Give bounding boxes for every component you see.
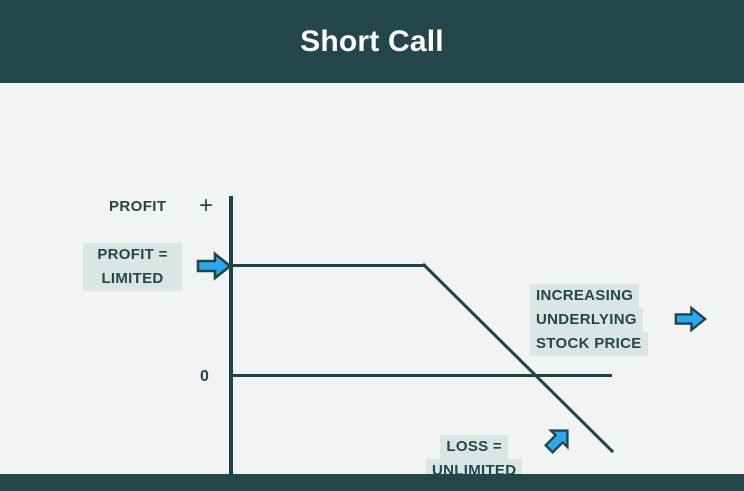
y-axis-line: [229, 196, 233, 491]
zero-reference-line: [231, 374, 612, 377]
arrow-right-icon: [674, 304, 708, 339]
header-bar: Short Call: [0, 0, 744, 83]
page-title: Short Call: [300, 24, 444, 58]
callout-line: LOSS =: [440, 435, 508, 459]
y-axis-label-zero: 0: [200, 368, 210, 385]
y-axis-label-profit: PROFIT: [109, 198, 167, 215]
callout-line: PROFIT =: [83, 243, 182, 267]
arrow-up-right-icon: [543, 425, 573, 460]
callout-line: LIMITED: [83, 267, 182, 291]
callout-line: UNDERLYING: [530, 308, 643, 332]
callout-profit-limited: PROFIT = LIMITED: [83, 243, 182, 291]
arrow-right-icon: [196, 251, 233, 286]
callout-increasing-stock-price: INCREASING UNDERLYING STOCK PRICE: [530, 284, 648, 356]
plus-sign-icon: +: [199, 192, 214, 219]
payoff-flat-segment: [231, 264, 426, 267]
callout-line: INCREASING: [530, 284, 640, 308]
payoff-diagram: PROFIT + 0 LOSS — PROFIT = LIMITED INCRE…: [0, 83, 744, 491]
callout-line: STOCK PRICE: [530, 332, 648, 356]
footer-bar: [0, 474, 744, 491]
